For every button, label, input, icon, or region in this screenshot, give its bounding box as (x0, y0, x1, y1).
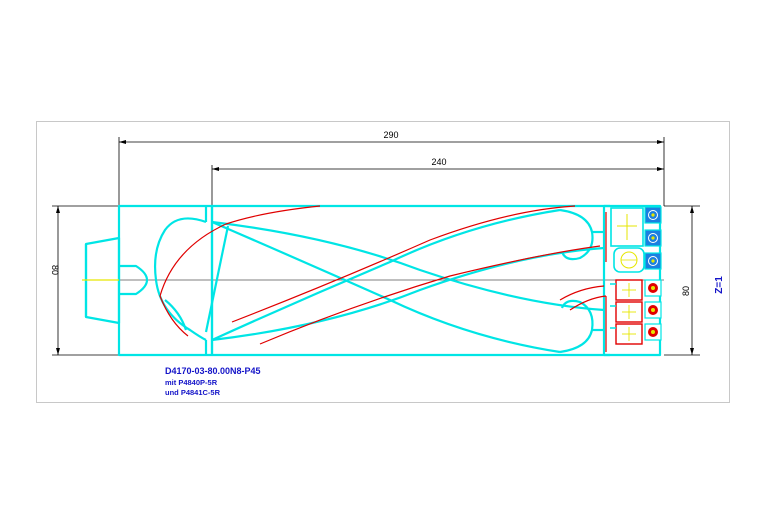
dim-shank-diameter: 80 (50, 265, 60, 275)
dim-cutting-diameter: 80 (681, 286, 691, 296)
helix-lines (159, 205, 607, 352)
teeth-count-label: Z=1 (714, 276, 725, 294)
insert-top (610, 207, 644, 247)
insert-label-1: mit P4840P-5R (165, 378, 218, 387)
insert-mid-top (613, 247, 645, 273)
tool-outline (84, 204, 662, 357)
dim-flute-length: 240 (431, 157, 446, 167)
dimension-arrows (56, 140, 694, 355)
screw-icons-bottom (644, 279, 662, 341)
insert-label-2: und P4841C-5R (165, 388, 221, 397)
screw-icons-top (644, 206, 662, 270)
dim-overall-length: 290 (383, 130, 398, 140)
dimension-lines (52, 137, 700, 356)
insert-bottom-group (610, 279, 643, 345)
part-number-label: D4170-03-80.00N8-P45 (165, 366, 261, 376)
